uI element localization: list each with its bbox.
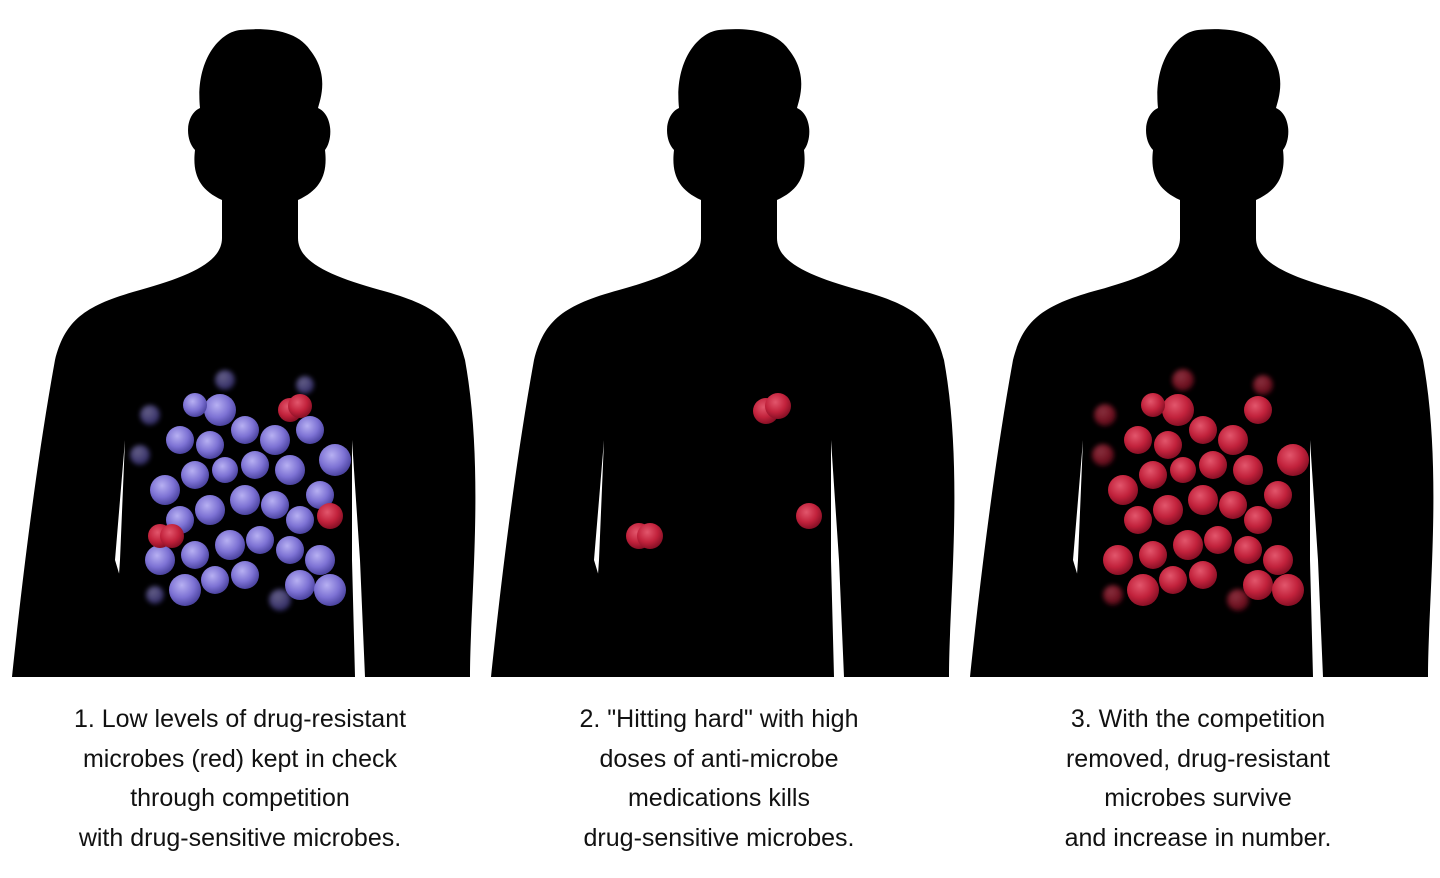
caption-step-1: 1. Low levels of drug-resistant microbes…: [73, 705, 407, 852]
sensitive-microbes-cluster: [130, 370, 314, 611]
panel-step-2: 2. "Hitting hard" with high doses of ant…: [479, 0, 959, 878]
body-silhouette-icon: [970, 29, 1434, 678]
resistant-microbes: [626, 393, 822, 549]
panel-step-1: 1. Low levels of drug-resistant microbes…: [0, 0, 480, 878]
caption-step-2: 2. "Hitting hard" with high doses of ant…: [579, 705, 859, 852]
caption-step-3: 3. With the competition removed, drug-re…: [1064, 705, 1332, 852]
panel-step-3: 3. With the competition removed, drug-re…: [958, 0, 1438, 878]
resistant-microbes: [1103, 393, 1309, 606]
resistant-microbes: [148, 394, 343, 548]
body-silhouette-icon: [12, 29, 476, 678]
resistant-microbes-blurred: [1092, 369, 1273, 611]
sensitive-microbes: [145, 393, 351, 606]
body-silhouette-icon: [491, 29, 955, 678]
